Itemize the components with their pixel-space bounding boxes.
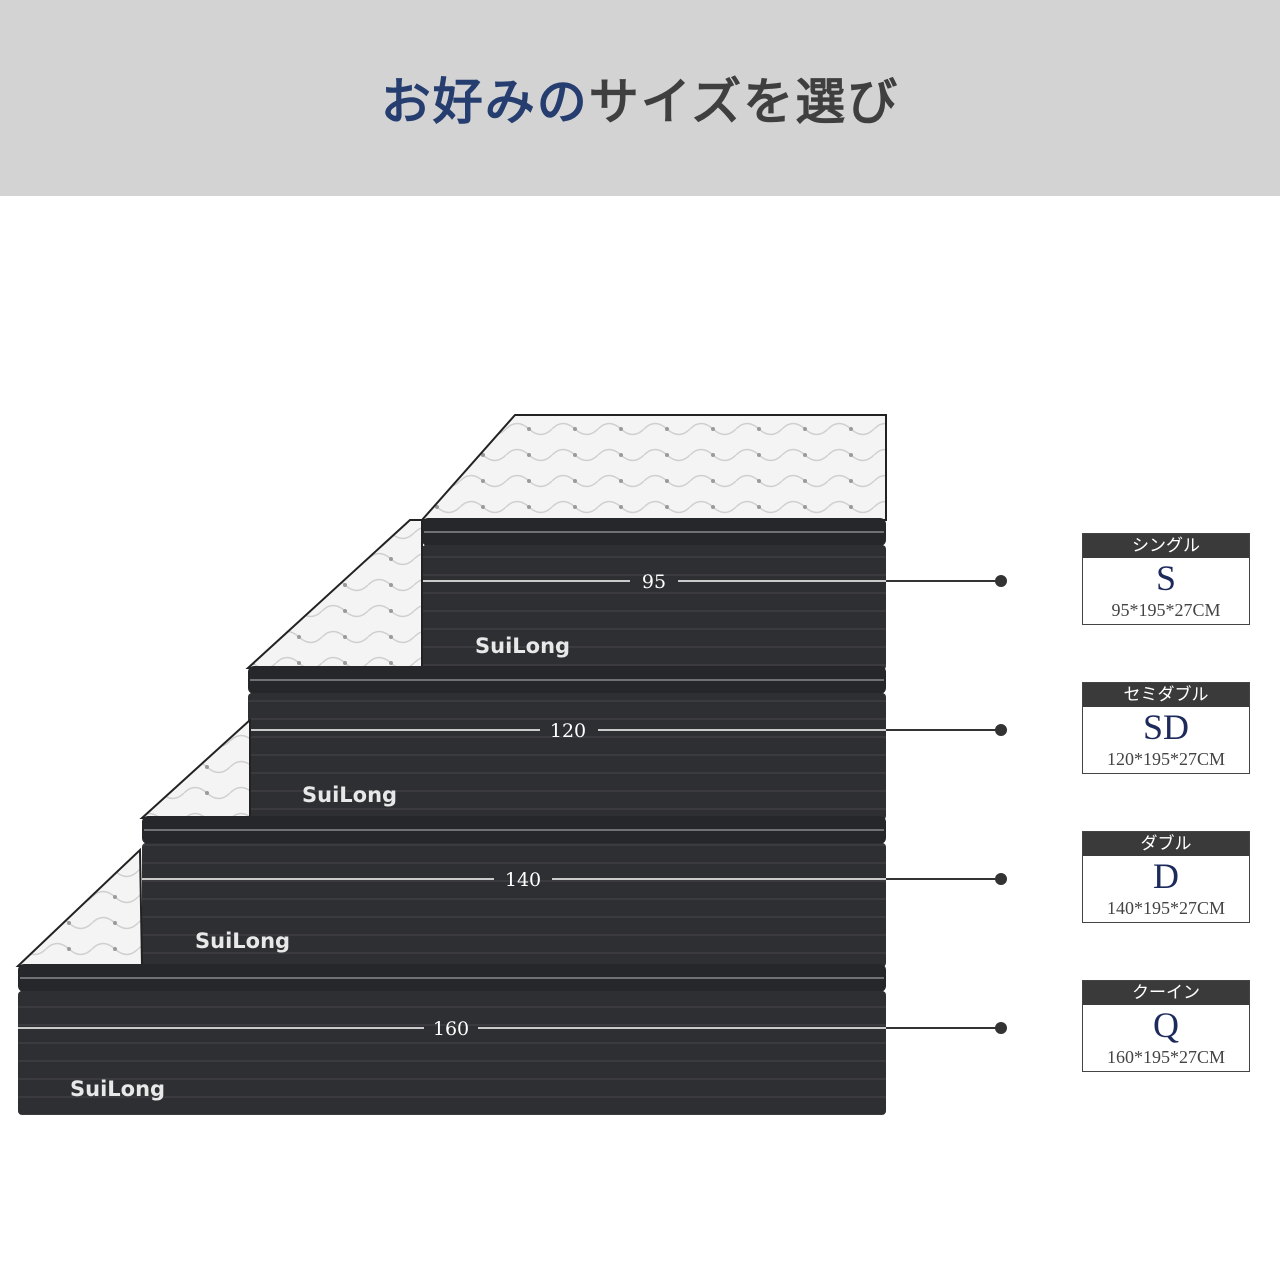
width-label: 140 [505, 869, 541, 891]
size-name: クーイン [1083, 981, 1249, 1005]
size-dimensions: 120*195*27CM [1106, 749, 1225, 769]
page-title: お好みのサイズを選び [0, 62, 1280, 134]
mattress-semi-double: 120 SuiLong [245, 519, 886, 820]
size-code: SD [1142, 707, 1190, 747]
size-code: S [1155, 558, 1177, 598]
brand-logo: SuiLong [475, 634, 570, 658]
size-card-semi-double: セミダブル SD 120*195*27CM [1082, 682, 1250, 774]
size-name: セミダブル [1083, 683, 1249, 707]
size-name: シングル [1083, 534, 1249, 558]
leader-lines [886, 575, 1007, 1034]
mattress-double: 140 SuiLong [139, 717, 886, 967]
brand-logo: SuiLong [195, 929, 290, 953]
mattress-queen: 160 SuiLong [15, 847, 886, 1115]
width-label: 160 [433, 1018, 469, 1040]
header-banner: お好みのサイズを選び [0, 0, 1280, 196]
width-label: 95 [642, 571, 666, 593]
size-card-queen: クーイン Q 160*195*27CM [1082, 980, 1250, 1072]
size-dimensions: 95*195*27CM [1111, 600, 1221, 620]
title-accent: お好みの [380, 72, 589, 131]
title-rest: サイズを選び [588, 72, 900, 131]
brand-logo: SuiLong [302, 783, 397, 807]
size-code: Q [1153, 1005, 1179, 1045]
width-label: 120 [550, 720, 586, 742]
size-dimensions: 160*195*27CM [1106, 1047, 1225, 1067]
size-card-single: シングル S 95*195*27CM [1082, 533, 1250, 625]
mattress-single: 95 SuiLong [419, 414, 887, 670]
size-code: D [1153, 856, 1179, 896]
size-card-double: ダブル D 140*195*27CM [1082, 831, 1250, 923]
size-dimensions: 140*195*27CM [1106, 898, 1225, 918]
brand-logo: SuiLong [70, 1077, 165, 1101]
size-name: ダブル [1083, 832, 1249, 856]
